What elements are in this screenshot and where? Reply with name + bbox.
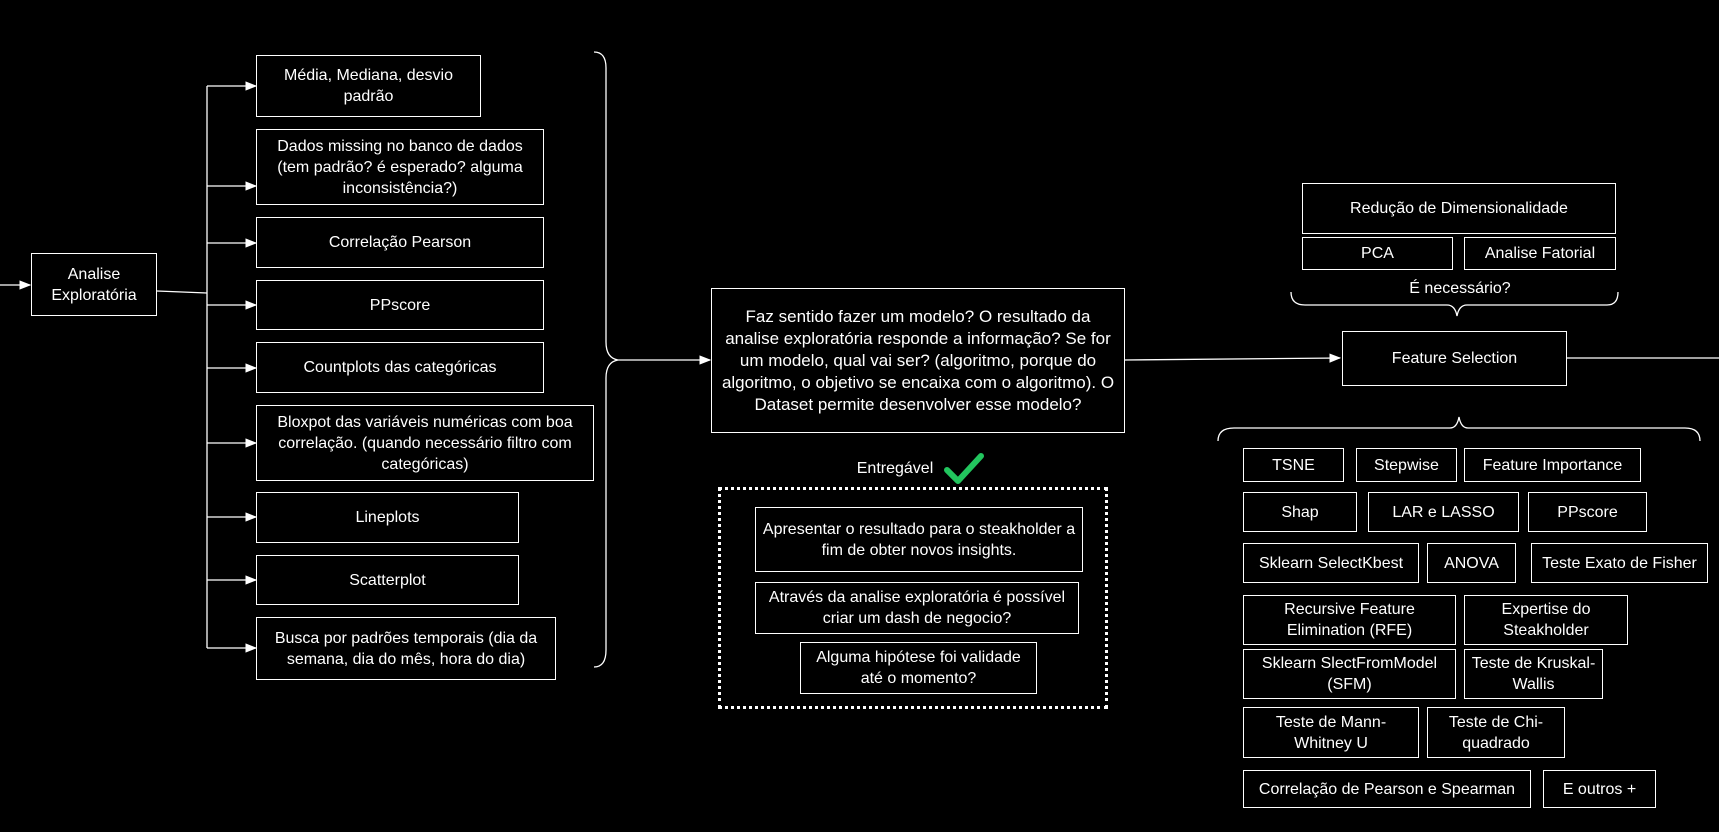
technique-stepwise: Stepwise (1356, 448, 1457, 482)
eda-brace (593, 51, 619, 668)
technique-anova: ANOVA (1427, 543, 1516, 583)
dim-method-factorial: Analise Fatorial (1464, 237, 1616, 270)
technique-expertise: Expertise do Steakholder (1464, 595, 1628, 645)
deliverable-container (718, 487, 1108, 709)
eda-item-stats: Média, Mediana, desvio padrão (256, 55, 481, 117)
technique-fisher: Teste Exato de Fisher (1531, 543, 1708, 583)
eda-item-scatterplot: Scatterplot (256, 555, 519, 605)
eda-item-pearson: Correlação Pearson (256, 217, 544, 268)
technique-lar-lasso: LAR e LASSO (1368, 492, 1519, 532)
eda-item-countplots: Countplots das categóricas (256, 342, 544, 393)
technique-mann-whitney: Teste de Mann-Whitney U (1243, 707, 1419, 758)
technique-tsne: TSNE (1243, 448, 1344, 482)
technique-others: E outros + (1543, 770, 1656, 808)
technique-sfm: Sklearn SlectFromModel (SFM) (1243, 649, 1456, 699)
dim-reduction-question: É necessário? (1409, 280, 1511, 297)
feature-selection-node: Feature Selection (1342, 331, 1567, 386)
technique-chi-square: Teste de Chi-quadrado (1427, 707, 1565, 758)
technique-ppscore: PPscore (1528, 492, 1647, 532)
technique-shap: Shap (1243, 492, 1357, 532)
techniques-brace (1217, 416, 1701, 442)
technique-rfe: Recursive Feature Elimination (RFE) (1243, 595, 1456, 645)
deliverable-item-present: Apresentar o resultado para o steakholde… (755, 507, 1083, 572)
deliverable-item-hypothesis: Alguma hipótese foi validade até o momen… (800, 642, 1037, 694)
deliverable-item-dashboard: Através da analise exploratória é possív… (755, 582, 1079, 634)
root-connector (156, 290, 208, 294)
dim-brace (1290, 291, 1619, 317)
eda-item-missing: Dados missing no banco de dados (tem pad… (256, 129, 544, 205)
eda-item-ppscore: PPscore (256, 280, 544, 330)
check-icon (944, 453, 984, 484)
dim-reduction-title: Redução de Dimensionalidade (1302, 183, 1616, 234)
eda-item-boxplot: Bloxpot das variáveis numéricas com boa … (256, 405, 594, 481)
eda-item-lineplots: Lineplots (256, 492, 519, 543)
deliverable-label: Entregável (856, 460, 934, 477)
root-node: Analise Exploratória (31, 253, 157, 316)
technique-feature-importance: Feature Importance (1464, 448, 1641, 482)
question-connector (1123, 353, 1342, 363)
technique-selectkbest: Sklearn SelectKbest (1243, 543, 1419, 583)
technique-pearson-spearman: Correlação de Pearson e Spearman (1243, 770, 1531, 808)
model-question-node: Faz sentido fazer um modelo? O resultado… (711, 288, 1125, 433)
dim-method-pca: PCA (1302, 237, 1453, 270)
eda-item-temporal: Busca por padrões temporais (dia da sema… (256, 617, 556, 680)
technique-kruskal: Teste de Kruskal-Wallis (1464, 649, 1603, 699)
